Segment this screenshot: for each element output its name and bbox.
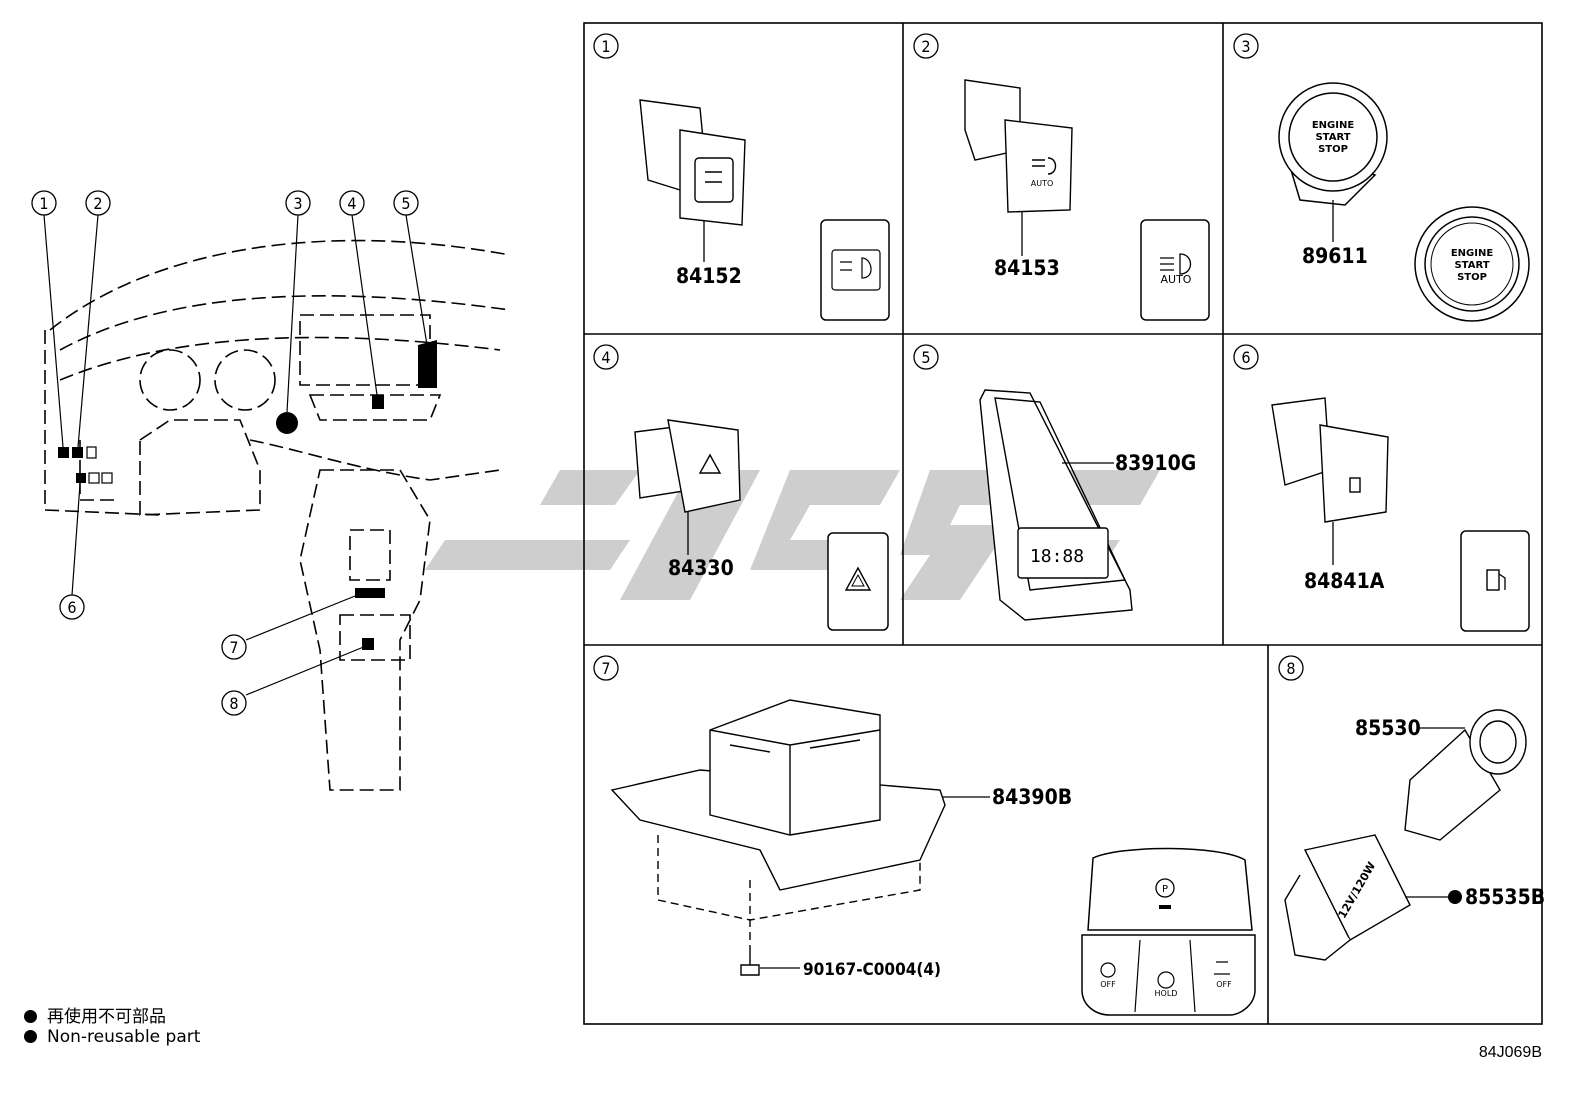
panel-4-hazard-switch [634, 419, 741, 513]
callout-7: 7 [221, 634, 247, 660]
part-number-85530: 85530 [1355, 716, 1421, 740]
panel-5-index: 5 [913, 344, 939, 370]
engine-label: ENGINE [1312, 120, 1354, 131]
svg-text:7: 7 [229, 638, 238, 657]
part-number-84152: 84152 [676, 264, 742, 288]
auto-headlamp-icon: AUTO [1140, 219, 1210, 321]
panel-7-switch-assembly [610, 699, 946, 940]
callout-4: 4 [339, 190, 365, 216]
start-label: START [1315, 132, 1350, 143]
non-reusable-marker [1448, 890, 1462, 904]
drawing-number: 84J069B [1478, 1044, 1542, 1061]
legend-text-japanese: 再使用不可部品 [47, 1007, 166, 1027]
hold-label: HOLD [1155, 989, 1178, 998]
svg-text:AUTO: AUTO [1161, 273, 1192, 286]
part-number-84330: 84330 [668, 556, 734, 580]
auto-label-small: AUTO [1031, 179, 1054, 188]
svg-text:START: START [1454, 260, 1489, 271]
panel-8-socket-85535B [1284, 834, 1411, 961]
svg-text:4: 4 [347, 194, 356, 213]
svg-text:P: P [1162, 884, 1168, 895]
part-number-83910G: 83910G [1115, 451, 1196, 475]
non-reusable-bullet-icon [24, 1010, 37, 1023]
engine-start-stop-icon: ENGINE START STOP [1414, 206, 1530, 322]
callout-3: 3 [285, 190, 311, 216]
part-number-84841A: 84841A [1304, 569, 1385, 593]
part-number-90167-C0004: 90167-C0004(4) [803, 960, 941, 980]
svg-text:8: 8 [1286, 659, 1295, 678]
panel-2-index: 2 [913, 33, 939, 59]
eco-mode-icon [1100, 962, 1116, 978]
panel-4-index: 4 [593, 344, 619, 370]
svg-text:1: 1 [601, 37, 610, 56]
callout-8: 8 [221, 690, 247, 716]
brake-hold-icon [1157, 971, 1175, 989]
panel-indices: 1 2 3 4 5 6 7 8 [593, 33, 1304, 681]
svg-text:1: 1 [39, 194, 48, 213]
svg-text:5: 5 [921, 348, 930, 367]
overview-callouts: 1 2 3 4 5 6 7 8 [31, 190, 419, 716]
panel-1-switch [639, 99, 746, 226]
clock-display: 18:88 [1030, 546, 1084, 567]
legend-text-english: Non-reusable part [47, 1027, 201, 1047]
svg-text:8: 8 [229, 694, 238, 713]
part-number-84153: 84153 [994, 256, 1060, 280]
svg-text:STOP: STOP [1457, 272, 1487, 283]
callout-1: 1 [31, 190, 57, 216]
panel-8-socket-85530 [1404, 709, 1527, 841]
callout-6: 6 [59, 594, 85, 620]
legend-row-english: Non-reusable part [24, 1027, 200, 1047]
svg-text:2: 2 [921, 37, 930, 56]
legend-row-japanese: 再使用不可部品 [24, 1002, 166, 1027]
socket-marker [362, 638, 374, 650]
panel-8-index: 8 [1278, 655, 1304, 681]
panel-grid [583, 22, 1543, 1025]
panel-3-index: 3 [1233, 33, 1259, 59]
svg-text:3: 3 [1241, 37, 1250, 56]
panel-6-index: 6 [1233, 344, 1259, 370]
hazard-triangle-icon [827, 532, 889, 631]
panel-3-start-button [1278, 82, 1388, 206]
off-label-right: OFF [1216, 980, 1232, 989]
vsc-off-icon [1214, 961, 1230, 975]
svg-text:ENGINE: ENGINE [1451, 248, 1493, 259]
off-label-left: OFF [1100, 980, 1116, 989]
console-switch-marker [355, 588, 385, 598]
dashboard-overview [44, 239, 511, 791]
svg-text:7: 7 [601, 659, 610, 678]
overview-switch-markers [58, 340, 437, 650]
panel-5-clock-unit [979, 389, 1133, 621]
hazard-switch-marker [372, 395, 384, 409]
part-number-89611: 89611 [1302, 244, 1368, 268]
svg-text:3: 3 [293, 194, 302, 213]
non-reusable-bullet-icon [24, 1030, 37, 1043]
headlight-leveling-icon [820, 219, 890, 321]
callout-2: 2 [85, 190, 111, 216]
panel-7-index: 7 [593, 655, 619, 681]
overview-leaders [43, 214, 428, 696]
part-number-85535B: 85535B [1465, 885, 1545, 909]
svg-text:4: 4 [601, 348, 610, 367]
svg-text:2: 2 [93, 194, 102, 213]
part-number-84390B: 84390B [992, 785, 1072, 809]
svg-text:5: 5 [401, 194, 410, 213]
callout-5: 5 [393, 190, 419, 216]
stop-label: STOP [1318, 144, 1348, 155]
start-button-marker [276, 412, 298, 434]
panel-2-switch [964, 79, 1073, 213]
svg-text:6: 6 [67, 598, 76, 617]
clock-marker [418, 340, 437, 388]
screw-bolt [740, 945, 760, 976]
panel-1-index: 1 [593, 33, 619, 59]
svg-text:6: 6 [1241, 348, 1250, 367]
fuel-lid-icon [1460, 530, 1530, 632]
console-switch-face-icon: P [1081, 847, 1256, 1016]
panel-6-fuel-switch [1271, 397, 1389, 523]
parking-brake-icon [1155, 878, 1175, 898]
